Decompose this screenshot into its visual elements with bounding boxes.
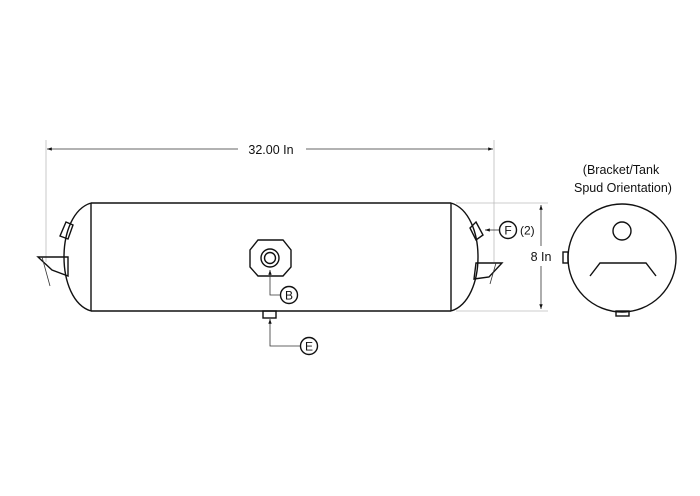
callout-b: B [279, 285, 299, 305]
diameter-dimension: 8 In [531, 205, 552, 309]
bottom-drain-port [262, 310, 277, 319]
end-view-bottom-port [615, 310, 630, 317]
end-view-shell [567, 203, 677, 313]
end-view-bracket [589, 262, 657, 277]
leader-lines [268, 228, 500, 347]
length-dimension-label: 32.00 In [248, 143, 293, 157]
right-spud-fitting [469, 220, 484, 242]
center-port-b [249, 239, 292, 277]
end-view-top-spud [612, 221, 632, 241]
callout-f-quantity: (2) [520, 224, 535, 238]
left-spud-fitting [59, 221, 74, 240]
center-hex-fitting [249, 239, 292, 277]
callout-e-label: E [305, 340, 313, 354]
right-tank-head [450, 202, 479, 312]
left-bracket [36, 221, 74, 287]
right-mounting-bracket [473, 262, 504, 280]
callout-f: F (2) [498, 220, 535, 240]
length-dimension: 32.00 In [47, 143, 493, 157]
diameter-dimension-label: 8 In [531, 250, 552, 264]
callout-b-label: B [285, 289, 293, 303]
callout-f-label: F [504, 224, 511, 238]
tank-end-view: (Bracket/Tank Spud Orientation) [562, 163, 677, 317]
right-bracket [469, 220, 504, 285]
end-view-title-line1: (Bracket/Tank [583, 163, 660, 177]
callout-e: E [299, 336, 319, 356]
end-view-title-line2: Spud Orientation) [574, 181, 672, 195]
end-view-side-port [562, 251, 569, 264]
left-mounting-bracket [36, 256, 69, 278]
extension-lines [45, 140, 548, 312]
